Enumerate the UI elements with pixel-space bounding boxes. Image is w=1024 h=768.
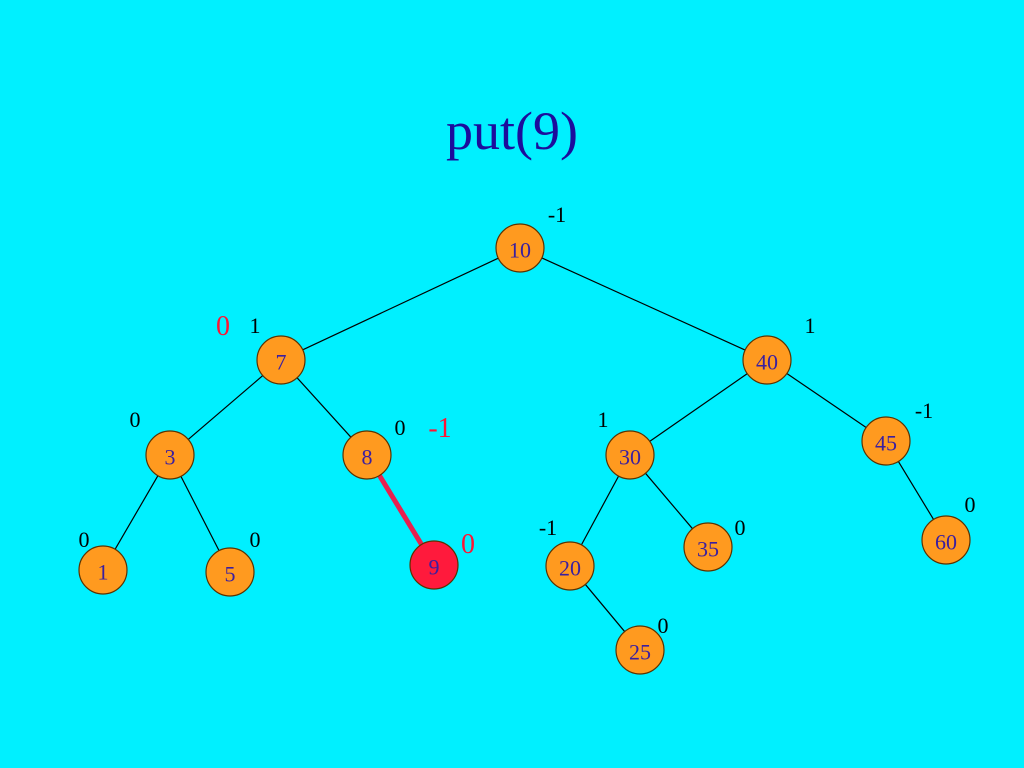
node-circle — [683, 522, 733, 572]
tree-node-8: 8 — [342, 430, 392, 480]
edge-n40-n45 — [786, 373, 867, 428]
node-key-label: 7 — [276, 350, 287, 375]
node-key-label: 45 — [875, 431, 897, 456]
edge-n3-n5 — [180, 476, 220, 551]
edge-n20-n25 — [584, 584, 626, 632]
edge-n3-n1 — [114, 475, 159, 550]
tree-node-5: 5 — [205, 547, 255, 597]
edge-n7-n3 — [187, 375, 264, 440]
node-circle — [615, 625, 665, 675]
balance-factor-5: 0 — [250, 527, 261, 552]
node-circle — [605, 430, 655, 480]
edges-layer — [114, 257, 935, 632]
balance-factor-60: 0 — [965, 492, 976, 517]
balance-factor-7: 1 — [250, 313, 261, 338]
node-circle — [495, 223, 545, 273]
node-key-label: 10 — [509, 238, 531, 263]
updated-balance-factor-9: 0 — [461, 529, 475, 560]
node-key-label: 8 — [362, 445, 373, 470]
balance-factor-1: 0 — [79, 527, 90, 552]
node-key-label: 30 — [619, 445, 641, 470]
balance-factor-25: 0 — [658, 613, 669, 638]
tree-node-35: 35 — [683, 522, 733, 572]
edge-n45-n60 — [897, 461, 935, 520]
balance-factor-45: -1 — [915, 398, 933, 423]
tree-node-3: 3 — [145, 430, 195, 480]
tree-node-45: 45 — [861, 416, 911, 466]
tree-node-60: 60 — [921, 515, 971, 565]
tree-node-9: 9 — [409, 540, 459, 590]
node-key-label: 35 — [697, 537, 719, 562]
edge-n7-n8 — [296, 377, 352, 438]
node-key-label: 9 — [429, 555, 440, 580]
edge-n40-n30 — [649, 373, 748, 442]
node-key-label: 40 — [756, 350, 778, 375]
updated-balance-factor-7: 0 — [216, 311, 230, 342]
balance-factor-3: 0 — [130, 407, 141, 432]
node-circle — [861, 416, 911, 466]
node-circle — [205, 547, 255, 597]
balance-factor-40: 1 — [805, 313, 816, 338]
node-circle — [409, 540, 459, 590]
edge-n30-n20 — [580, 475, 620, 546]
balance-factor-35: 0 — [735, 515, 746, 540]
node-circle — [921, 515, 971, 565]
slide-title: put(9) — [446, 101, 578, 161]
node-key-label: 20 — [559, 556, 581, 581]
node-key-label: 25 — [629, 640, 651, 665]
node-circle — [342, 430, 392, 480]
updated-balance-factor-8: -1 — [428, 413, 451, 444]
node-circle — [742, 335, 792, 385]
balance-factor-20: -1 — [539, 515, 557, 540]
edge-n10-n40 — [541, 257, 746, 351]
node-key-label: 60 — [935, 530, 957, 555]
node-circle — [145, 430, 195, 480]
balance-factor-30: 1 — [598, 407, 609, 432]
tree-node-10: 10 — [495, 223, 545, 273]
edge-n10-n7 — [302, 257, 499, 351]
tree-node-30: 30 — [605, 430, 655, 480]
node-circle — [78, 545, 128, 595]
balance-factor-10: -1 — [548, 202, 566, 227]
node-key-label: 5 — [225, 562, 236, 587]
edge-n30-n35 — [645, 472, 693, 530]
tree-node-25: 25 — [615, 625, 665, 675]
tree-node-7: 7 — [256, 335, 306, 385]
balance-factor-8: 0 — [395, 415, 406, 440]
tree-node-1: 1 — [78, 545, 128, 595]
node-circle — [256, 335, 306, 385]
node-key-label: 3 — [165, 445, 176, 470]
tree-node-20: 20 — [545, 541, 595, 591]
tree-node-40: 40 — [742, 335, 792, 385]
node-key-label: 1 — [98, 560, 109, 585]
node-circle — [545, 541, 595, 591]
edge-n8-n9 — [377, 474, 424, 546]
